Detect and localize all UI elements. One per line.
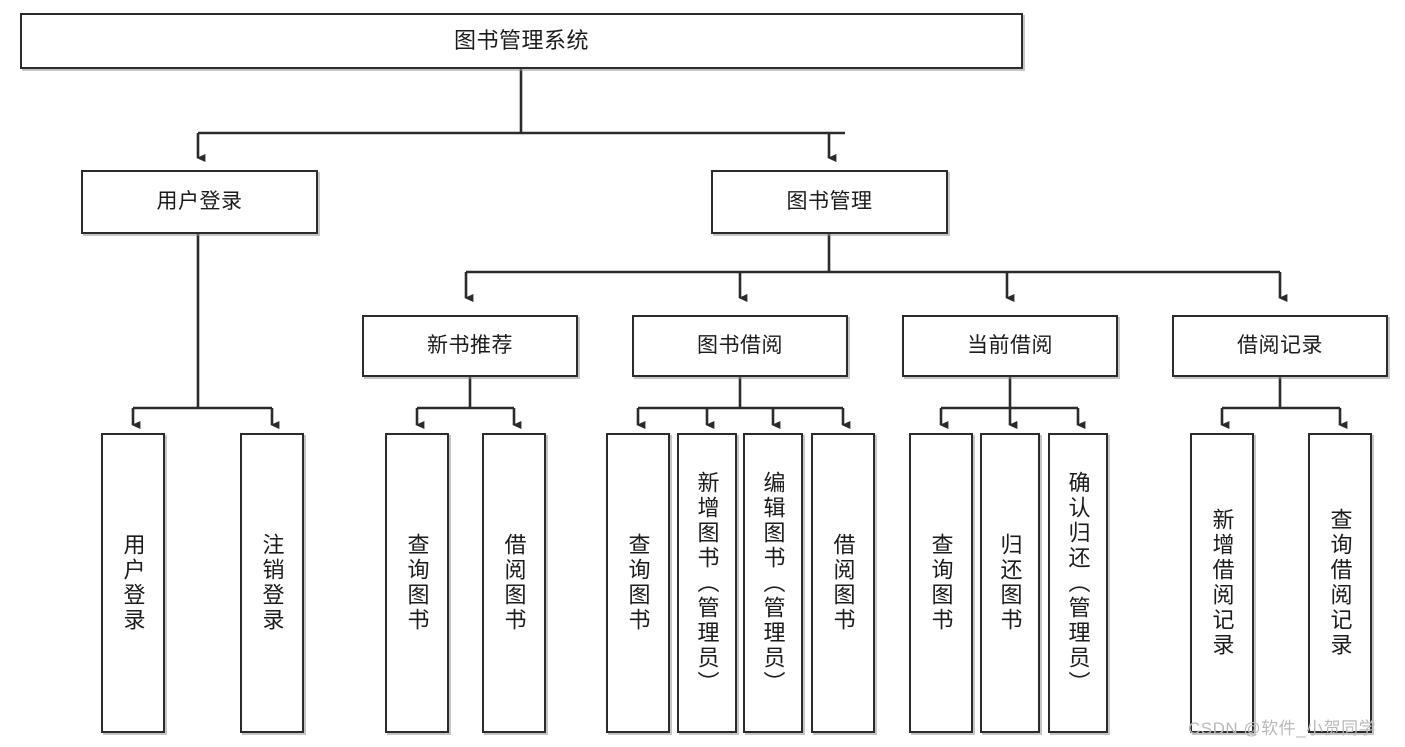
node-label: 查询图书 (928, 533, 954, 633)
node-leaf-edit-book[interactable]: 编辑图书（管理员） (743, 433, 803, 733)
node-label: 查询借阅记录 (1327, 508, 1353, 658)
node-borrow-record[interactable]: 借阅记录 (1172, 315, 1388, 377)
node-user-login[interactable]: 用户登录 (81, 170, 318, 234)
node-label: 新增图书（管理员） (694, 470, 720, 696)
node-book-borrow[interactable]: 图书借阅 (632, 315, 848, 377)
node-label: 用户登录 (156, 189, 243, 213)
node-leaf-return-book[interactable]: 归还图书 (980, 433, 1040, 733)
node-label: 图书管理系统 (453, 28, 589, 54)
node-leaf-query-record[interactable]: 查询借阅记录 (1308, 433, 1372, 733)
node-label: 确认归还（管理员） (1065, 470, 1091, 696)
node-book-manage[interactable]: 图书管理 (711, 170, 948, 234)
node-leaf-borrow-book-1[interactable]: 借阅图书 (482, 433, 546, 733)
node-root-system[interactable]: 图书管理系统 (20, 13, 1023, 69)
node-label: 新增借阅记录 (1209, 508, 1235, 658)
node-label: 查询图书 (404, 533, 430, 633)
node-label: 借阅记录 (1237, 333, 1323, 357)
node-leaf-logout-login[interactable]: 注销登录 (240, 433, 304, 733)
node-leaf-user-login[interactable]: 用户登录 (101, 433, 165, 733)
node-label: 图书借阅 (697, 333, 783, 357)
node-label: 查询图书 (625, 533, 651, 633)
node-label: 新书推荐 (427, 333, 513, 357)
node-leaf-confirm-return[interactable]: 确认归还（管理员） (1048, 433, 1108, 733)
node-leaf-query-book-2[interactable]: 查询图书 (606, 433, 670, 733)
node-current-borrow[interactable]: 当前借阅 (902, 315, 1118, 377)
csdn-watermark: CSDN @软件_小贺同学 (1188, 719, 1377, 738)
node-leaf-add-record[interactable]: 新增借阅记录 (1190, 433, 1254, 733)
node-label: 借阅图书 (830, 533, 856, 633)
node-label: 用户登录 (120, 533, 146, 633)
node-label: 借阅图书 (501, 533, 527, 633)
node-leaf-query-book-1[interactable]: 查询图书 (385, 433, 449, 733)
node-leaf-query-book-3[interactable]: 查询图书 (909, 433, 973, 733)
node-label: 归还图书 (997, 533, 1023, 633)
node-new-book-rec[interactable]: 新书推荐 (362, 315, 578, 377)
node-label: 图书管理 (786, 189, 873, 213)
node-label: 编辑图书（管理员） (760, 470, 786, 696)
node-leaf-add-book[interactable]: 新增图书（管理员） (677, 433, 737, 733)
node-label: 当前借阅 (967, 333, 1053, 357)
node-leaf-borrow-book-2[interactable]: 借阅图书 (811, 433, 875, 733)
node-label: 注销登录 (259, 533, 285, 633)
